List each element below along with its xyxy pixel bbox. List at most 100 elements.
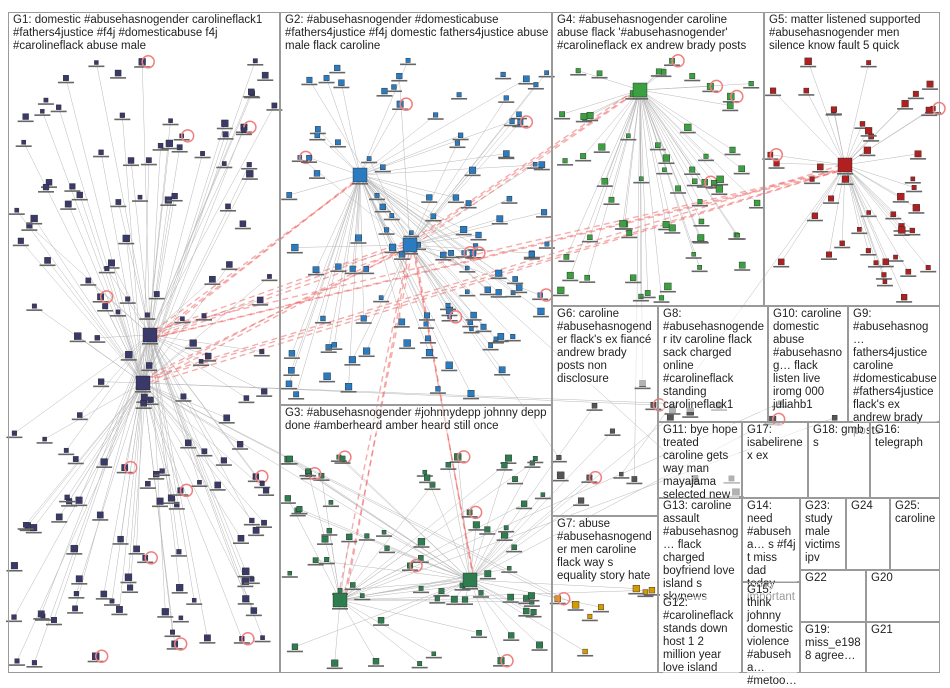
user-node: [301, 155, 317, 163]
edge: [808, 61, 845, 165]
user-node: [319, 373, 335, 383]
user-node: [149, 291, 165, 299]
user-node: [570, 68, 586, 75]
user-node: [888, 255, 904, 262]
hub-node: [837, 158, 853, 175]
user-node: [58, 75, 74, 83]
edge: [80, 195, 143, 383]
user-node: [9, 659, 25, 666]
user-node: [261, 274, 277, 281]
user-node: [280, 495, 296, 503]
user-node: [51, 105, 67, 112]
user-node: [379, 546, 395, 553]
edge: [773, 91, 845, 165]
user-node: [885, 212, 901, 220]
user-node: [64, 184, 80, 192]
hub-node: [352, 168, 368, 185]
user-node: [868, 261, 884, 268]
user-node: [308, 267, 324, 276]
user-node: [553, 472, 569, 482]
user-node: [582, 614, 598, 621]
user-node: [920, 265, 936, 272]
user-node: [238, 595, 254, 604]
node-layer: [6, 55, 945, 669]
edge: [640, 90, 648, 293]
hub-node: [402, 238, 418, 255]
edge: [470, 580, 501, 661]
user-node: [769, 160, 785, 168]
user-node: [252, 297, 268, 306]
highlight-edge: [338, 249, 408, 597]
edge: [640, 90, 666, 224]
user-node: [579, 275, 595, 283]
hub-node: [135, 376, 151, 393]
user-node: [826, 107, 842, 115]
user-node: [233, 535, 249, 544]
user-node: [428, 113, 444, 120]
user-node: [725, 147, 741, 155]
user-node: [359, 348, 375, 357]
edge: [634, 90, 640, 479]
user-node: [315, 316, 331, 324]
user-node: [471, 232, 487, 240]
user-node: [330, 140, 346, 148]
user-node: [281, 381, 297, 390]
user-node: [172, 584, 188, 593]
user-node: [451, 92, 467, 99]
edge: [387, 548, 470, 580]
hub-node: [142, 328, 158, 345]
user-node: [80, 278, 96, 286]
user-node: [535, 493, 551, 500]
user-node: [391, 73, 407, 81]
user-node: [682, 408, 698, 417]
user-node: [772, 401, 788, 408]
user-node: [665, 406, 681, 415]
edge: [34, 335, 150, 663]
edge: [143, 383, 175, 644]
user-node: [693, 219, 709, 227]
user-node: [765, 88, 781, 96]
user-node: [492, 216, 508, 225]
user-node: [376, 530, 392, 537]
user-node: [161, 140, 177, 149]
user-node: [692, 265, 708, 272]
highlight-edge: [146, 168, 847, 332]
user-node: [341, 534, 357, 542]
user-node: [375, 165, 391, 173]
edge: [143, 383, 585, 652]
user-node: [171, 549, 187, 556]
user-node: [773, 259, 789, 268]
user-node: [798, 88, 814, 96]
edge: [24, 142, 143, 383]
user-node: [516, 501, 532, 509]
edge: [360, 175, 695, 479]
user-node: [660, 283, 676, 293]
user-node: [72, 413, 88, 421]
user-node: [376, 88, 392, 97]
user-node: [449, 141, 465, 148]
edge: [562, 90, 640, 114]
user-node: [287, 244, 303, 253]
user-node: [498, 151, 514, 160]
user-node: [220, 204, 236, 212]
user-node: [71, 576, 87, 585]
user-node: [18, 114, 34, 122]
edge: [470, 431, 612, 580]
edge: [640, 86, 710, 90]
user-node: [734, 166, 750, 175]
user-node: [373, 617, 389, 626]
user-node: [309, 170, 325, 179]
user-node: [625, 275, 641, 283]
user-node: [92, 512, 108, 521]
user-node: [165, 630, 181, 637]
user-node: [58, 448, 74, 455]
user-node: [163, 119, 179, 126]
user-node: [341, 383, 357, 392]
highlight-edge: [415, 91, 638, 244]
user-node: [730, 233, 746, 240]
user-node: [243, 89, 259, 98]
user-node: [399, 340, 415, 350]
user-node: [628, 585, 644, 594]
user-node: [256, 389, 272, 397]
hub-node: [632, 83, 648, 100]
